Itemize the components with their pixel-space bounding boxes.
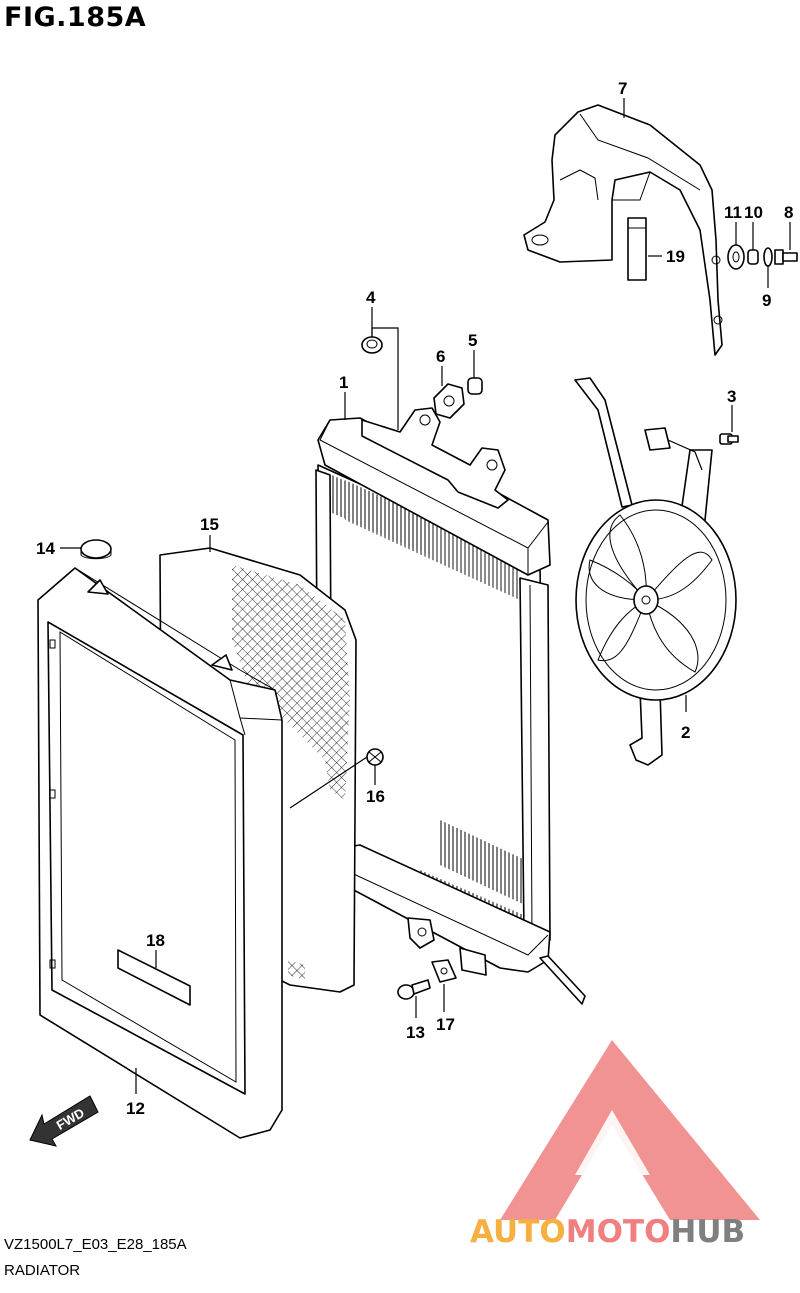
part-1-radiator xyxy=(315,407,586,1005)
part-4-bolt xyxy=(361,336,383,354)
watermark-logo xyxy=(500,1040,760,1220)
part-17-nut xyxy=(431,959,457,983)
watermark-triangle-cutout xyxy=(575,1110,650,1175)
part-7-shroud xyxy=(523,104,723,356)
callout-9: 9 xyxy=(762,291,771,310)
part-6-cushion xyxy=(433,383,465,419)
callout-7: 7 xyxy=(618,79,627,98)
part-9-washer xyxy=(763,247,773,267)
callout-5: 5 xyxy=(468,331,477,350)
part-18-label xyxy=(117,949,191,1006)
part-10-collar xyxy=(747,249,759,265)
part-19-tube xyxy=(627,217,647,281)
callout-11: 11 xyxy=(724,203,742,222)
callout-15: 15 xyxy=(200,515,219,534)
callout-1: 1 xyxy=(339,373,348,392)
callout-18: 18 xyxy=(146,931,165,950)
part-2-fan xyxy=(574,377,737,766)
callout-2: 2 xyxy=(681,723,690,742)
callout-3: 3 xyxy=(727,387,736,406)
part-3-bolt xyxy=(719,433,739,445)
callout-12: 12 xyxy=(126,1099,145,1118)
figure-code: VZ1500L7_E03_E28_185A xyxy=(4,1236,187,1253)
part-13-bolt xyxy=(397,979,431,1000)
callout-labels: 1 2 3 4 5 6 7 8 9 10 11 12 13 14 15 16 1… xyxy=(36,79,793,1118)
figure-name: RADIATOR xyxy=(4,1262,81,1279)
part-5-collar xyxy=(467,377,483,395)
callout-19: 19 xyxy=(666,247,685,266)
watermark-text: AUTOMOTOHUB xyxy=(470,1214,745,1250)
watermark-text-moto: MOTO xyxy=(566,1214,671,1250)
callout-16: 16 xyxy=(366,787,385,806)
callout-8: 8 xyxy=(784,203,793,222)
part-12-cover xyxy=(37,567,283,1139)
callout-17: 17 xyxy=(436,1015,455,1034)
fwd-arrow-icon: FWD xyxy=(29,1095,99,1147)
watermark-triangle-shape xyxy=(500,1040,760,1220)
callout-6: 6 xyxy=(436,347,445,366)
part-16-clip xyxy=(366,748,384,766)
callout-4: 4 xyxy=(366,288,376,307)
part-14-grommet xyxy=(80,539,112,560)
leader-lines xyxy=(60,98,791,1094)
callout-13: 13 xyxy=(406,1023,425,1042)
callout-14: 14 xyxy=(36,539,55,558)
callout-10: 10 xyxy=(744,203,763,222)
figure-title: FIG.185A xyxy=(4,2,147,33)
part-8-bolt xyxy=(774,249,798,265)
watermark-text-hub: HUB xyxy=(670,1214,745,1250)
watermark-text-auto: AUTO xyxy=(470,1214,566,1250)
part-11-grommet xyxy=(727,244,745,270)
